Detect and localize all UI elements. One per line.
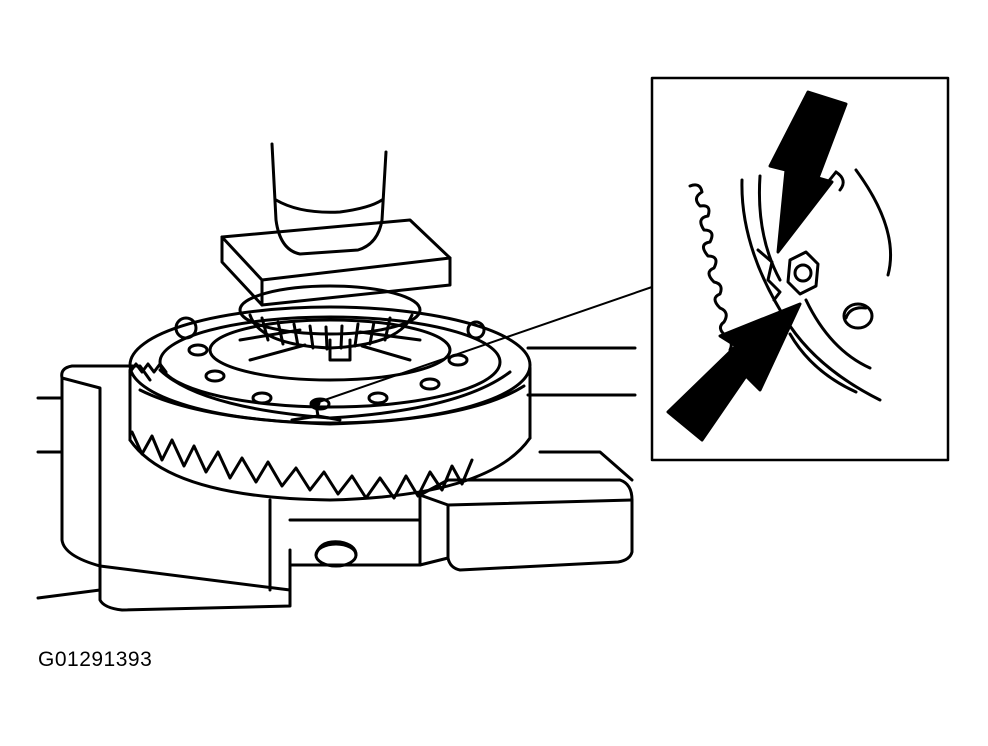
arrow-icon xyxy=(770,92,846,252)
ring-gear-icon xyxy=(130,307,530,500)
press-plate-icon xyxy=(222,220,450,305)
leader-line xyxy=(316,287,652,403)
arrow-icon xyxy=(668,304,800,440)
support-blocks-icon xyxy=(38,348,635,610)
press-ram-icon xyxy=(272,144,386,254)
detail-inset-icon xyxy=(652,78,948,460)
figure-id-label: G01291393 xyxy=(38,648,153,671)
bearing-cage-icon xyxy=(240,286,420,349)
